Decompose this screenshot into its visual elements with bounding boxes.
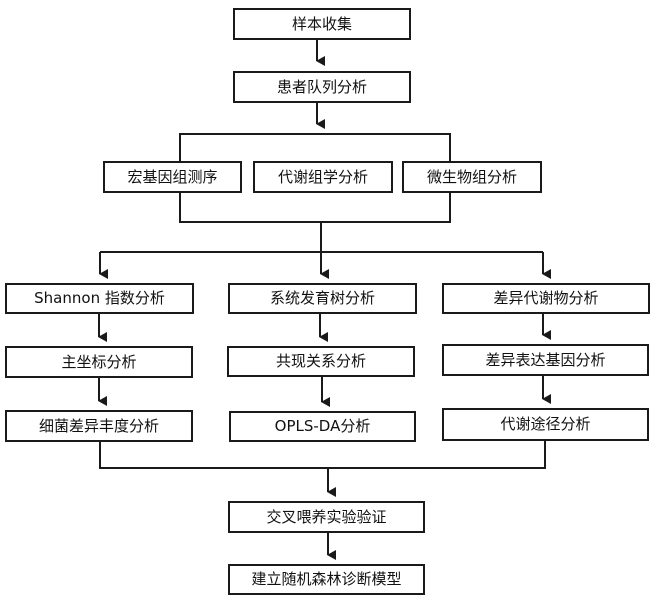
node-label: 主坐标分析: [61, 352, 137, 371]
omics-branch-bar: [179, 133, 451, 161]
node-metabolomics-analysis: 代谢组学分析: [253, 161, 393, 193]
node-random-forest: 建立随机森林诊断模型: [228, 564, 425, 595]
node-differential-metabolites: 差异代谢物分析: [442, 283, 650, 314]
node-label: 交叉喂养实验验证: [266, 507, 387, 526]
node-pcoa: 主坐标分析: [5, 346, 193, 378]
node-label: 共现关系分析: [275, 352, 366, 370]
node-label: 代谢途径分析: [500, 415, 591, 433]
omics-merge-bar: [179, 192, 451, 223]
node-phylogenetic-tree: 系统发育树分析: [228, 283, 417, 314]
node-cooccurrence: 共现关系分析: [227, 346, 415, 377]
node-label: 微生物组分析: [426, 167, 517, 186]
node-label: 细菌差异丰度分析: [38, 416, 159, 435]
node-microbiome-analysis: 微生物组分析: [402, 161, 542, 193]
node-shannon-index: Shannon 指数分析: [5, 283, 194, 314]
node-metagenome-sequencing: 宏基因组测序: [103, 161, 242, 193]
node-cohort-analysis: 患者队列分析: [233, 71, 411, 103]
node-metabolic-pathway: 代谢途径分析: [442, 408, 649, 441]
node-bacterial-abundance: 细菌差异丰度分析: [5, 410, 193, 442]
node-label: 系统发育树分析: [269, 289, 375, 307]
node-label: 代谢组学分析: [277, 167, 368, 186]
node-opls-da: OPLS-DA分析: [229, 411, 416, 442]
node-cross-feeding: 交叉喂养实验验证: [228, 501, 425, 533]
node-differential-expression: 差异表达基因分析: [442, 344, 649, 376]
node-label: 患者队列分析: [276, 77, 367, 96]
node-label: OPLS-DA分析: [274, 417, 371, 435]
node-label: 宏基因组测序: [127, 167, 218, 186]
node-label: 差异表达基因分析: [485, 350, 606, 369]
node-sample-collection: 样本收集: [233, 8, 411, 40]
node-label: Shannon 指数分析: [34, 289, 165, 307]
results-merge-bar: [99, 440, 546, 469]
node-label: 建立随机森林诊断模型: [251, 570, 402, 588]
node-label: 样本收集: [291, 14, 352, 33]
node-label: 差异代谢物分析: [493, 289, 599, 307]
